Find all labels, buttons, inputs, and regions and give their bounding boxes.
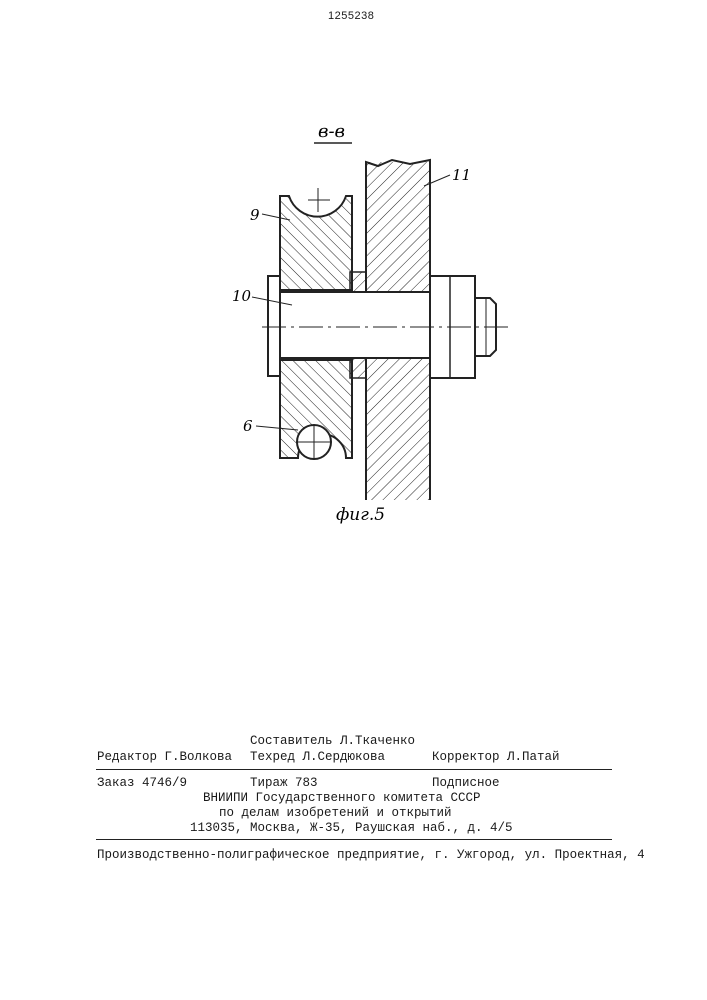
- imprint-compiler: Составитель Л.Ткаченко: [250, 734, 415, 748]
- imprint-order: Заказ 4746/9: [97, 776, 187, 790]
- figure-caption: фиг.5: [336, 505, 385, 525]
- imprint-editor: Редактор Г.Волкова: [97, 750, 232, 764]
- divider-top: [96, 769, 612, 770]
- section-label: в-в: [318, 121, 345, 142]
- svg-text:6: 6: [243, 417, 253, 435]
- svg-text:9: 9: [250, 206, 260, 224]
- imprint-circulation: Тираж 783: [250, 776, 318, 790]
- imprint-address: 113035, Москва, Ж-35, Раушская наб., д. …: [190, 821, 513, 835]
- divider-bottom: [96, 839, 612, 840]
- rope-6: [297, 425, 332, 460]
- imprint-subscription: Подписное: [432, 776, 500, 790]
- groove-center-mark: [308, 188, 330, 212]
- imprint-institute-line2: по делам изобретений и открытий: [219, 806, 452, 820]
- imprint-techred: Техред Л.Сердюкова: [250, 750, 385, 764]
- imprint-printer: Производственно-полиграфическое предприя…: [97, 848, 645, 862]
- svg-text:10: 10: [232, 287, 252, 305]
- imprint-institute-line1: ВНИИПИ Государственного комитета СССР: [203, 791, 481, 805]
- svg-text:11: 11: [452, 166, 471, 184]
- callout-11: 11: [424, 166, 471, 186]
- technical-drawing: в-в 9 10: [0, 0, 707, 560]
- imprint-corrector: Корректор Л.Патай: [432, 750, 560, 764]
